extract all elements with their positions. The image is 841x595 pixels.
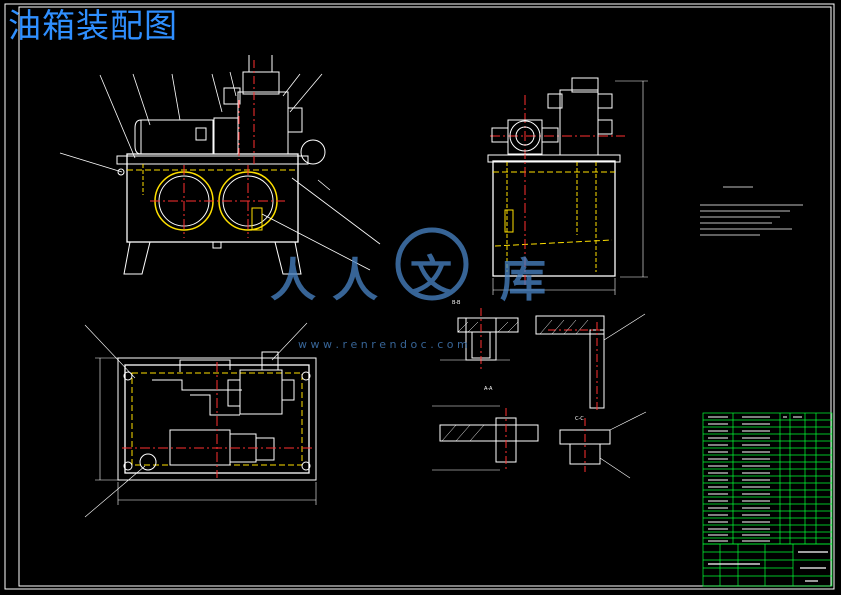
section-label-b: B-B	[452, 300, 461, 306]
watermark-logo-ring	[395, 227, 469, 301]
section-label-a: A-A	[484, 386, 493, 392]
detail-section-b	[535, 313, 646, 412]
title-block-entries	[708, 551, 828, 582]
section-label-c: C-C	[575, 416, 584, 422]
plan-view	[84, 322, 317, 518]
watermark-char-4: 库	[500, 253, 546, 307]
watermark-char-1: 人	[270, 253, 316, 307]
front-view	[59, 55, 381, 275]
detail-section-a	[440, 308, 519, 370]
title-block	[702, 543, 833, 587]
parts-list-entries	[708, 416, 802, 542]
watermark: 人 人 文 库 w w w . r e n r e n d o c . c o …	[270, 227, 546, 351]
drawing-title: 油箱装配图	[8, 6, 178, 45]
detail-section-c	[432, 405, 647, 479]
watermark-url: w w w . r e n r e n d o c . c o m	[298, 338, 468, 351]
technical-notes	[700, 186, 803, 236]
parts-list-table	[702, 412, 833, 545]
watermark-char-2: 人	[332, 253, 378, 307]
watermark-char-3: 文	[410, 251, 452, 300]
drawing-frame	[4, 3, 835, 590]
side-view	[487, 77, 648, 295]
